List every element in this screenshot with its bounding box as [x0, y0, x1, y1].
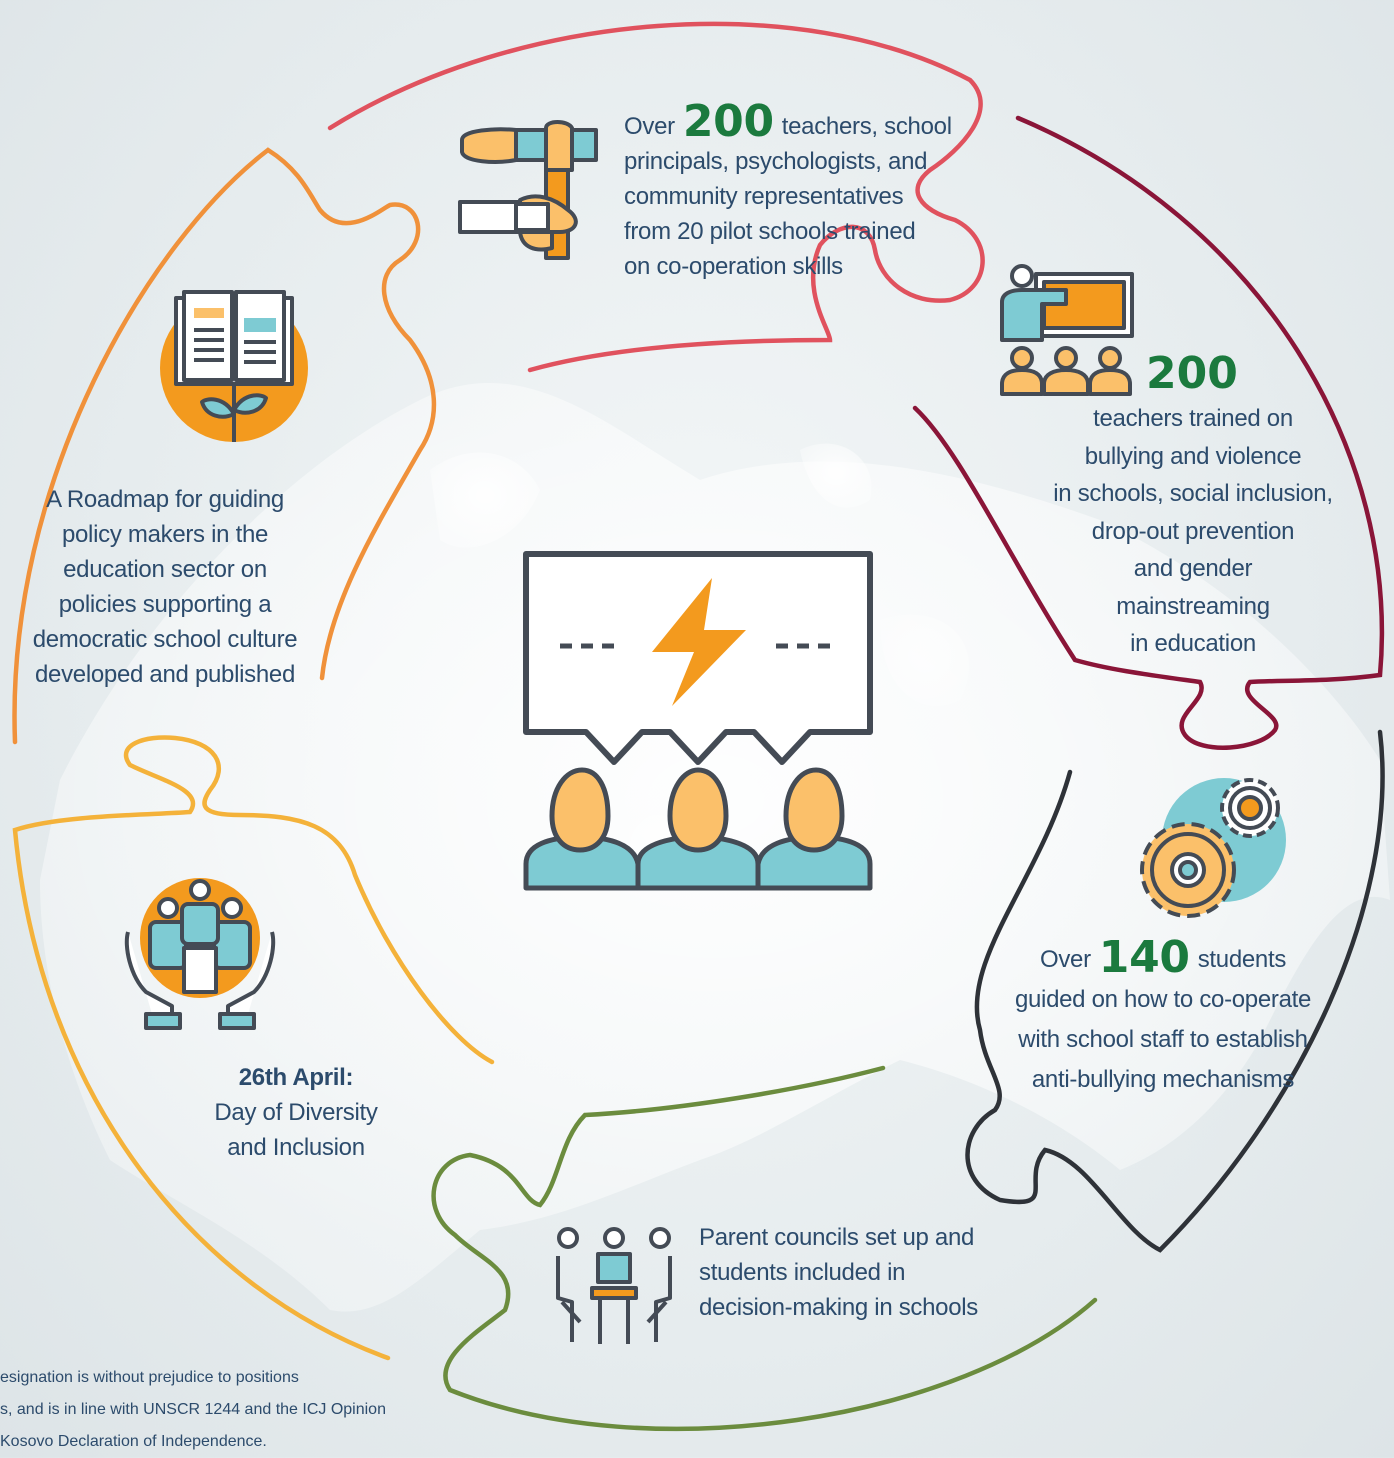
diversity-line: and Inclusion	[227, 1134, 365, 1161]
teachers-bullying-line: drop-out prevention	[1091, 517, 1295, 545]
handshake-icon	[458, 120, 598, 260]
roadmap-text: A Roadmap for guiding policy makers in t…	[20, 482, 310, 692]
footnote: esignation is without prejudice to posit…	[0, 1369, 386, 1450]
roadmap-line: education sector on	[63, 556, 267, 583]
students-line: guided on how to co-operate	[1014, 986, 1312, 1013]
puzzle-outline-dark	[965, 729, 1385, 1253]
teachers-coop-headline: Over 200 teachers, school	[624, 100, 954, 144]
teachers-bullying-line: mainstreaming	[1116, 592, 1270, 620]
teachers-coop-text: Over 200 teachers, school principals, ps…	[624, 100, 954, 284]
diversity-text: 26th April: Day of Diversity and Inclusi…	[196, 1060, 396, 1165]
book-plant-icon	[160, 290, 308, 442]
teachers-bullying-line: bullying and violence	[1084, 442, 1302, 470]
discussion-lightning-icon	[523, 551, 873, 891]
students-number: 140	[1098, 932, 1190, 983]
puzzle-outline-yellow	[12, 735, 495, 1361]
hands-people-icon	[124, 878, 276, 1030]
diversity-date: 26th April:	[238, 1064, 354, 1091]
students-suffix: students	[1197, 946, 1287, 973]
students-text: Over 140 students guided on how to co-op…	[1010, 936, 1316, 1100]
teachers-coop-line: principals, psychologists, and	[624, 148, 928, 175]
roadmap-line: A Roadmap for guiding	[46, 486, 284, 513]
teachers-bullying-line: and gender	[1133, 555, 1253, 582]
teachers-bullying-line: in education	[1130, 630, 1256, 657]
parents-line: Parent councils set up and	[699, 1224, 975, 1251]
meeting-table-icon	[556, 1227, 672, 1344]
teachers-coop-line: on co-operation skills	[624, 253, 843, 280]
puzzle-outline-maroon	[912, 115, 1385, 750]
roadmap-line: policies supporting a	[58, 591, 272, 618]
parents-line: students included in	[699, 1259, 906, 1286]
roadmap-line: developed and published	[35, 661, 295, 688]
puzzle-outline-orange	[12, 147, 437, 745]
teachers-coop-line: community representatives	[624, 183, 904, 210]
teachers-coop-line: from 20 pilot schools trained	[624, 218, 916, 245]
roadmap-line: policy makers in the	[61, 521, 269, 548]
students-line: anti-bullying mechanisms	[1031, 1066, 1295, 1093]
teachers-coop-suffix: teachers, school	[781, 113, 952, 140]
teachers-bullying-text: teachers trained on bullying and violenc…	[1050, 400, 1336, 663]
presentation-icon	[1000, 264, 1134, 396]
roadmap-line: democratic school culture	[32, 626, 298, 653]
teachers-bullying-line: teachers trained on	[1093, 405, 1293, 432]
teachers-bullying-number: 200	[1146, 348, 1238, 399]
diversity-line: Day of Diversity	[214, 1099, 378, 1126]
puzzle-outline-green	[431, 1065, 1098, 1432]
teachers-bullying-line: in schools, social inclusion,	[1053, 480, 1333, 507]
puzzle-outline-red	[327, 21, 985, 373]
students-line: with school staff to establish	[1018, 1026, 1308, 1053]
teachers-coop-prefix: Over	[624, 113, 675, 140]
teachers-coop-number: 200	[682, 96, 774, 147]
parents-text: Parent councils set up and students incl…	[699, 1220, 999, 1325]
gears-icon	[1140, 778, 1286, 918]
students-headline: Over 140 students	[1010, 936, 1316, 980]
students-prefix: Over	[1039, 946, 1091, 973]
parents-line: decision-making in schools	[699, 1294, 979, 1321]
